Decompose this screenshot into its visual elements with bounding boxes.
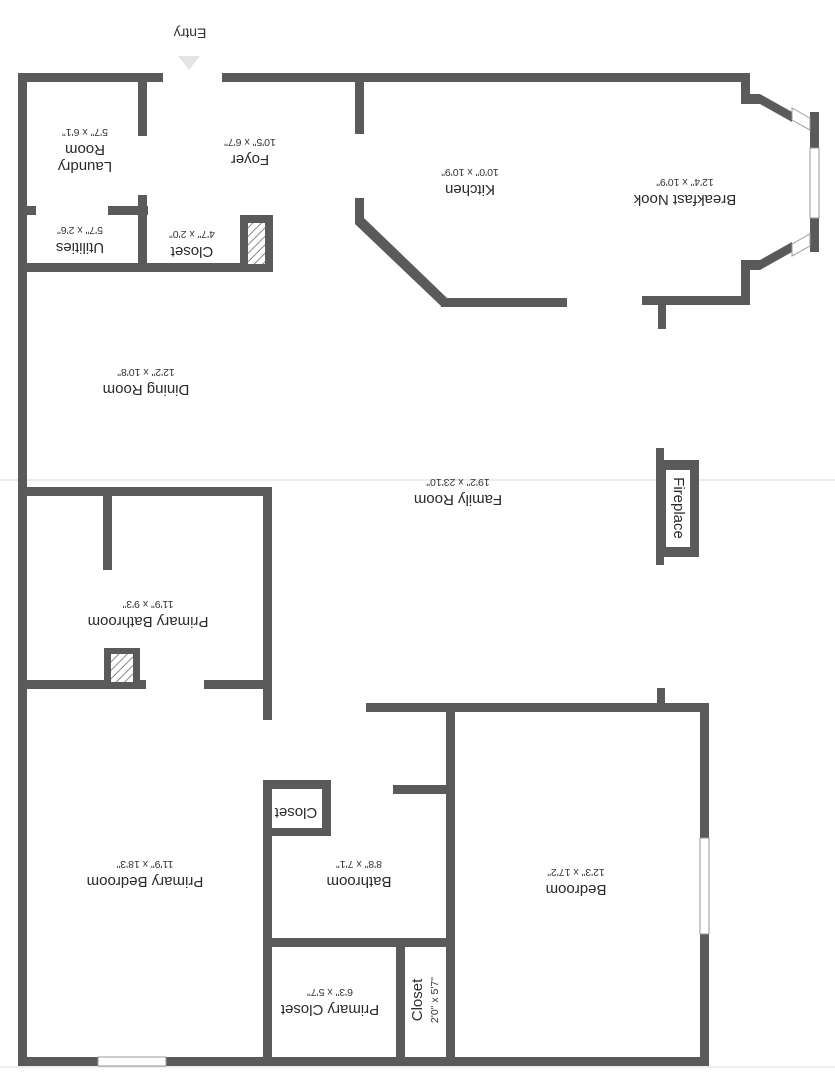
wall-bath-closet-top <box>263 780 330 789</box>
room-primary-bedroom: Primary Bedroom 11'9" x 18'3" <box>87 858 204 890</box>
room-kitchen-name: Kitchen <box>445 181 495 198</box>
window-nook-right <box>809 147 820 219</box>
room-closet-bedroom-dims: 2'0" x 5'7" <box>429 977 441 1023</box>
room-laundry: Laundry Room 5'7" x 6'1" <box>57 126 112 175</box>
wall-bedroom-closet-left <box>396 938 405 1066</box>
wall-foyer-kitchen <box>355 78 364 134</box>
wall-bath-right <box>446 712 455 947</box>
room-foyer-name: Foyer <box>231 151 269 168</box>
wall-outer-top-left <box>18 73 163 82</box>
wall-utilities-right <box>138 195 147 270</box>
room-laundry-name-2: Room <box>65 141 105 158</box>
window-nook-diag-bottom <box>791 233 811 257</box>
window-primary-bedroom <box>97 1056 167 1067</box>
wall-nook-corner-bottom <box>741 270 750 304</box>
room-kitchen: Kitchen 10'0" x 10'9" <box>441 166 499 198</box>
wall-pbath-right <box>263 487 272 720</box>
wall-bedroom-closet-right <box>446 938 455 1066</box>
room-foyer-dims: 10'5" x 6'7" <box>224 136 276 148</box>
room-bedroom: Bedroom 12'3" x 17'2" <box>546 866 607 898</box>
entry-label: Entry <box>174 25 207 41</box>
room-primary-bedroom-dims: 11'9" x 18'3" <box>116 858 173 870</box>
room-family-name: Family Room <box>414 491 502 508</box>
room-closet-bedroom: Closet 2'0" x 5'7" <box>409 977 441 1023</box>
interior-walls <box>22 78 567 1066</box>
room-primary-closet-name: Primary Closet <box>280 1001 379 1018</box>
wall-closet-bottom <box>22 263 273 272</box>
wall-outer-top-right <box>222 73 749 82</box>
room-primary-bathroom: Primary Bathroom 11'9" x 9'3" <box>88 598 209 630</box>
room-bedroom-dims: 12'3" x 17'2" <box>547 866 605 878</box>
wall-utilities-top <box>108 206 148 215</box>
room-laundry-name-1: Laundry <box>57 158 112 175</box>
wall-pbath-bottom-b <box>204 680 272 689</box>
wall-nook-diagonal-bottom <box>741 242 792 270</box>
wall-bedroom-top <box>366 703 709 712</box>
wall-nook-bottom <box>642 296 750 305</box>
room-closet-bedroom-name: Closet <box>409 978 426 1021</box>
wall-nook-stub <box>658 296 666 329</box>
wall-family-stub-right <box>657 688 665 708</box>
room-utilities: Utilities 5'7" x 2'6" <box>56 224 104 256</box>
room-primary-closet-dims: 6'3" x 5'7" <box>307 986 353 998</box>
entry-arrow-icon <box>178 56 200 70</box>
wall-laundry-right <box>138 78 147 136</box>
room-kitchen-dims: 10'0" x 10'9" <box>441 166 499 178</box>
room-bathroom-name: Bathroom <box>326 873 391 890</box>
room-closet-foyer: Closet 4'7" x 2'0" <box>169 228 215 260</box>
wall-bath-bottom <box>263 938 455 947</box>
room-laundry-dims: 5'7" x 6'1" <box>62 126 108 138</box>
wall-bath-closet-bottom <box>263 828 331 836</box>
wall-pbath-inner <box>103 487 112 570</box>
room-bedroom-name: Bedroom <box>546 881 607 898</box>
wall-kitchen-diagonal <box>355 198 447 306</box>
room-bathroom-dims: 8'8" x 7'1" <box>336 858 382 870</box>
wall-bath-closet-left <box>263 780 272 1062</box>
room-family-dims: 19'2" x 23'10" <box>426 476 490 488</box>
wall-outer-left <box>18 73 27 1066</box>
room-breakfast-nook-dims: 12'4" x 10'9" <box>656 176 714 188</box>
room-breakfast-nook-name: Breakfast Nook <box>633 191 736 208</box>
room-dining: Dining Room 12'2" x 10'8" <box>103 366 190 398</box>
fireplace: Fireplace <box>656 460 699 557</box>
closet-shelf-hatch <box>248 223 265 264</box>
wall-nook-diagonal-top <box>741 94 792 122</box>
window-nook-diag-top <box>791 107 811 131</box>
room-bathroom: Bathroom 8'8" x 7'1" <box>326 858 391 890</box>
room-primary-bathroom-dims: 11'9" x 9'3" <box>122 598 173 610</box>
wall-fireplace-stub-top <box>656 448 664 464</box>
room-dining-name: Dining Room <box>103 381 190 398</box>
room-utilities-dims: 5'7" x 2'6" <box>57 224 103 236</box>
wall-nook-right-top <box>810 112 819 148</box>
wall-nook-corner-top <box>741 73 750 103</box>
room-closet-bath-name: Closet <box>274 804 317 821</box>
room-family: Family Room 19'2" x 23'10" <box>414 476 502 508</box>
wall-pbath-bottom-a <box>22 680 146 689</box>
fireplace-inner <box>666 470 690 547</box>
wall-bath-top <box>393 785 455 794</box>
room-dining-dims: 12'2" x 10'8" <box>117 366 175 378</box>
window-bedroom <box>699 837 710 935</box>
wall-pbath-top <box>22 487 272 496</box>
room-closet-foyer-name: Closet <box>170 243 213 260</box>
room-closet-bath: Closet <box>274 804 317 821</box>
room-breakfast-nook: Breakfast Nook 12'4" x 10'9" <box>633 176 736 208</box>
room-primary-bedroom-name: Primary Bedroom <box>87 873 204 890</box>
room-foyer: Foyer 10'5" x 6'7" <box>224 136 276 168</box>
wall-outer-bottom-a <box>18 1057 98 1066</box>
wall-bath-closet-right <box>322 780 331 836</box>
pbath-fixture-hatch <box>111 654 133 682</box>
wall-laundry-bottom <box>22 206 36 215</box>
fireplace-label: Fireplace <box>670 477 687 539</box>
wall-fireplace-stub-bottom <box>656 551 664 565</box>
windows <box>97 107 820 1067</box>
room-closet-foyer-dims: 4'7" x 2'0" <box>169 228 215 240</box>
room-primary-bathroom-name: Primary Bathroom <box>88 613 209 630</box>
room-primary-closet: Primary Closet 6'3" x 5'7" <box>280 986 379 1018</box>
wall-nook-right-bottom <box>810 218 819 252</box>
wall-outer-bottom-b <box>166 1057 707 1066</box>
wall-kitchen-bottom <box>441 298 567 307</box>
room-utilities-name: Utilities <box>56 239 104 256</box>
